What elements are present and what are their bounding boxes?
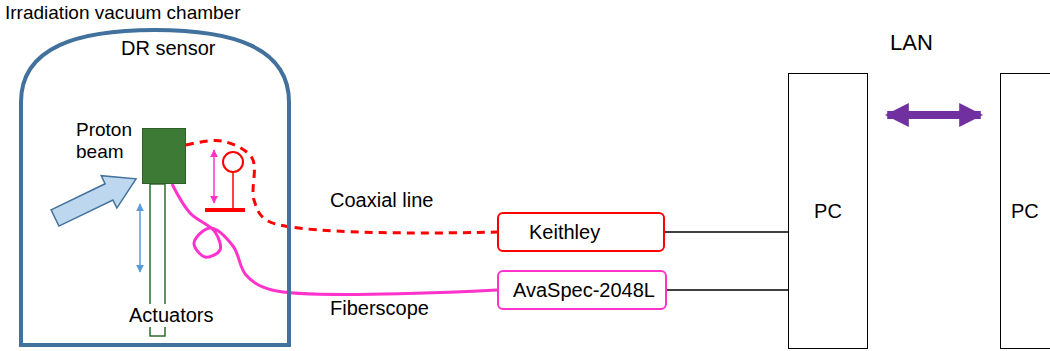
connector-label: LAN bbox=[890, 30, 933, 56]
feedthrough-stem bbox=[232, 172, 234, 208]
feedthrough-bar bbox=[205, 208, 245, 212]
network-link bbox=[887, 111, 981, 119]
motion-arrow bbox=[139, 204, 141, 272]
connector-label: Coaxial line bbox=[330, 189, 433, 212]
motion-arrow bbox=[213, 150, 215, 203]
proton-beam-arrow bbox=[47, 163, 144, 235]
chamber-outline bbox=[18, 27, 292, 347]
computer-box: PC bbox=[1000, 73, 1050, 349]
fiber-line bbox=[172, 184, 497, 294]
part-label: Actuators bbox=[127, 304, 215, 327]
beam-arrow-shape bbox=[47, 163, 144, 235]
computer-box: PC bbox=[788, 73, 868, 349]
connector-label: Fiberscope bbox=[330, 297, 429, 320]
data-cable bbox=[665, 231, 788, 233]
vacuum-chamber: Irradiation vacuum chamberDR sensor bbox=[18, 27, 292, 347]
sensor-box: DR sensor bbox=[142, 128, 186, 184]
data-cable bbox=[667, 289, 788, 291]
box-label: AvaSpec-2048L bbox=[513, 279, 655, 302]
heading-label: Irradiation vacuum chamber bbox=[5, 2, 241, 24]
heading-label: DR sensor bbox=[121, 37, 215, 60]
box-label: PC bbox=[814, 200, 842, 223]
feedthrough-ring bbox=[223, 152, 243, 172]
coaxial-line bbox=[186, 141, 497, 233]
box-label: Keithley bbox=[529, 221, 600, 244]
spectrometer-box: AvaSpec-2048L bbox=[497, 270, 667, 310]
instrument-box: Keithley bbox=[497, 212, 665, 252]
box-label: PC bbox=[1011, 200, 1039, 223]
beam-label: Proton beam bbox=[76, 119, 140, 163]
chamber-wall bbox=[21, 30, 289, 345]
